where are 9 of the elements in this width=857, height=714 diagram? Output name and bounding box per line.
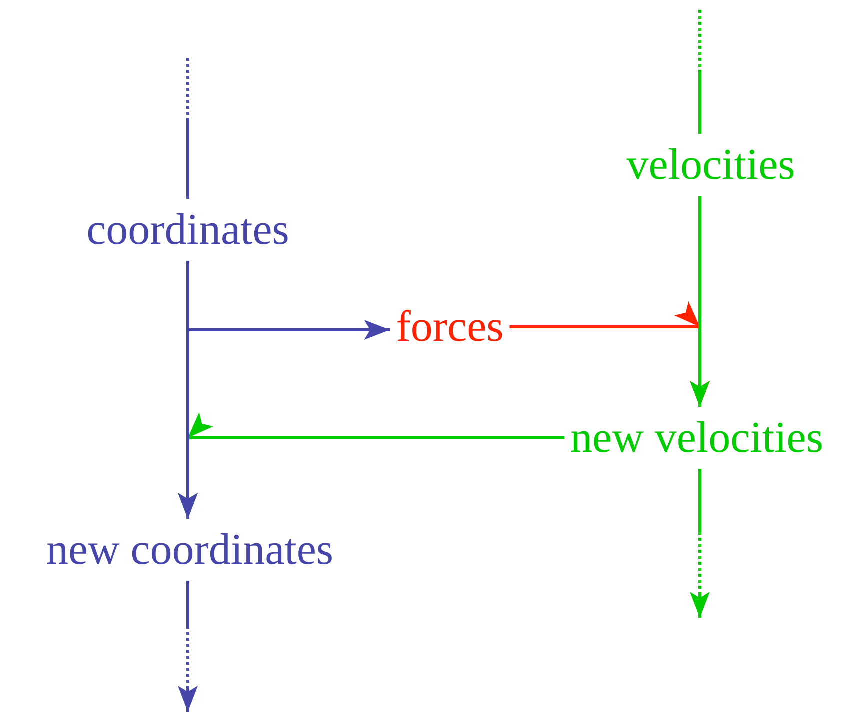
- arrow: [690, 469, 710, 618]
- node-label: velocities: [626, 140, 796, 190]
- arrow: [178, 581, 198, 712]
- arrow: [690, 196, 710, 407]
- node-label: new velocities: [570, 413, 824, 463]
- node-label: coordinates: [86, 205, 290, 255]
- node-label: new coordinates: [46, 525, 334, 575]
- node-label: forces: [396, 302, 504, 352]
- arrow: [178, 261, 198, 519]
